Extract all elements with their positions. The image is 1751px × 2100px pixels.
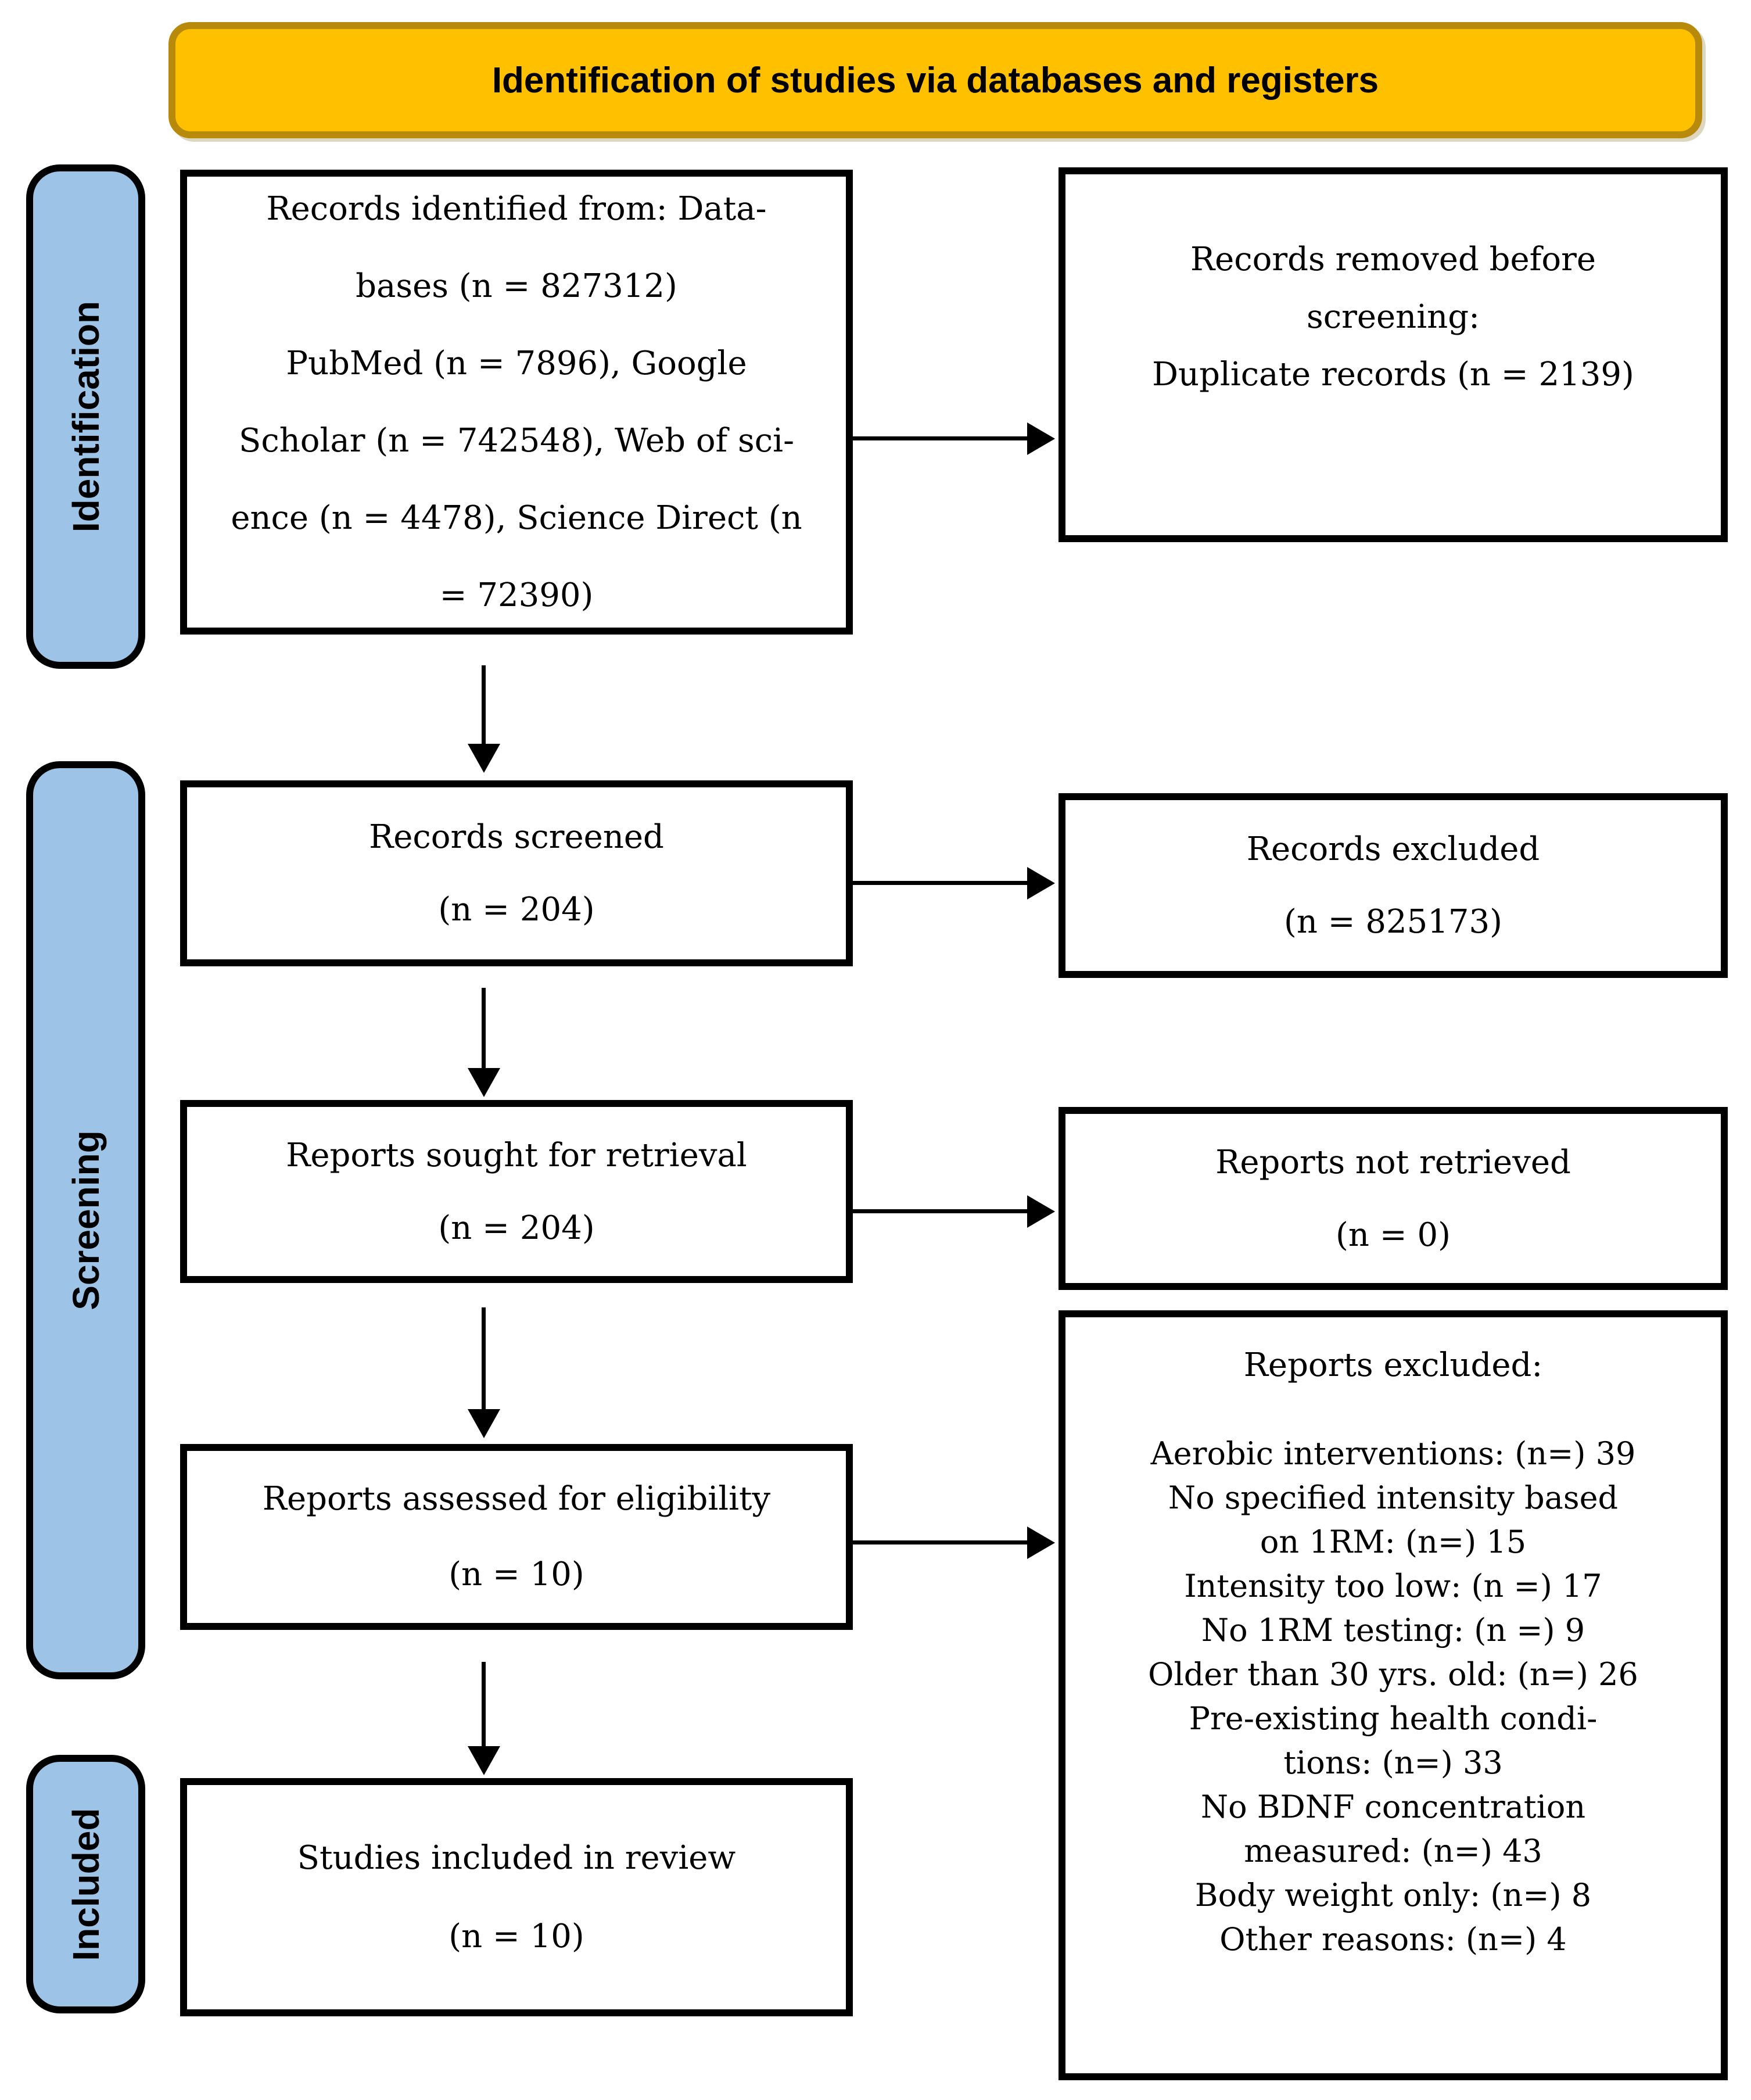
- records-screened-text: Records screened (n = 204): [369, 818, 664, 929]
- reports-not-retrieved-text: Reports not retrieved (n = 0): [1215, 1143, 1571, 1254]
- diagram-title: Identification of studies via databases …: [491, 60, 1379, 101]
- arrow-reports-assessed-to-studies-included: [482, 1662, 486, 1746]
- records-identified-text: Records identified from: Data- bases (n …: [231, 190, 802, 614]
- records-removed-text: Records removed before screening: Duplic…: [1152, 241, 1634, 393]
- stage-identification: Identification: [26, 164, 145, 669]
- reports-excluded-reasons: Aerobic interventions: (n=) 39 No specif…: [1148, 1435, 1638, 1958]
- title-banner: Identification of studies via databases …: [168, 22, 1702, 138]
- arrow-records-identified-to-records-screened: [482, 665, 486, 744]
- arrow-records-screened-to-reports-sought: [482, 988, 486, 1068]
- records-removed-box: Records removed before screening: Duplic…: [1059, 167, 1728, 542]
- reports-sought-text: Reports sought for retrieval (n = 204): [286, 1136, 747, 1247]
- records-identified-box: Records identified from: Data- bases (n …: [180, 170, 853, 635]
- arrow-records-identified-to-records-removed: [853, 436, 1027, 440]
- records-excluded-box: Records excluded (n = 825173): [1059, 793, 1728, 978]
- reports-sought-box: Reports sought for retrieval (n = 204): [180, 1100, 853, 1283]
- arrow-reports-sought-to-reports-assessed: [482, 1307, 486, 1409]
- stage-included: Included: [26, 1755, 145, 2013]
- reports-excluded-title: Reports excluded:: [1243, 1346, 1543, 1384]
- reports-assessed-box: Reports assessed for eligibility (n = 10…: [180, 1444, 853, 1630]
- arrow-reports-assessed-to-reports-excluded: [853, 1540, 1027, 1544]
- arrow-reports-sought-to-reports-not-retrieved: [853, 1209, 1027, 1213]
- arrow-records-screened-to-records-excluded: [853, 881, 1027, 885]
- stage-screening-label: Screening: [64, 1130, 107, 1310]
- studies-included-box: Studies included in review (n = 10): [180, 1778, 853, 2016]
- records-screened-box: Records screened (n = 204): [180, 780, 853, 966]
- reports-assessed-text: Reports assessed for eligibility (n = 10…: [262, 1480, 771, 1593]
- records-excluded-text: Records excluded (n = 825173): [1246, 830, 1540, 941]
- stage-screening: Screening: [26, 761, 145, 1679]
- reports-not-retrieved-box: Reports not retrieved (n = 0): [1059, 1107, 1728, 1290]
- stage-included-label: Included: [64, 1807, 107, 1961]
- studies-included-text: Studies included in review (n = 10): [297, 1839, 736, 1955]
- reports-excluded-box: Reports excluded: Aerobic interventions:…: [1059, 1310, 1728, 2080]
- stage-identification-label: Identification: [64, 300, 107, 533]
